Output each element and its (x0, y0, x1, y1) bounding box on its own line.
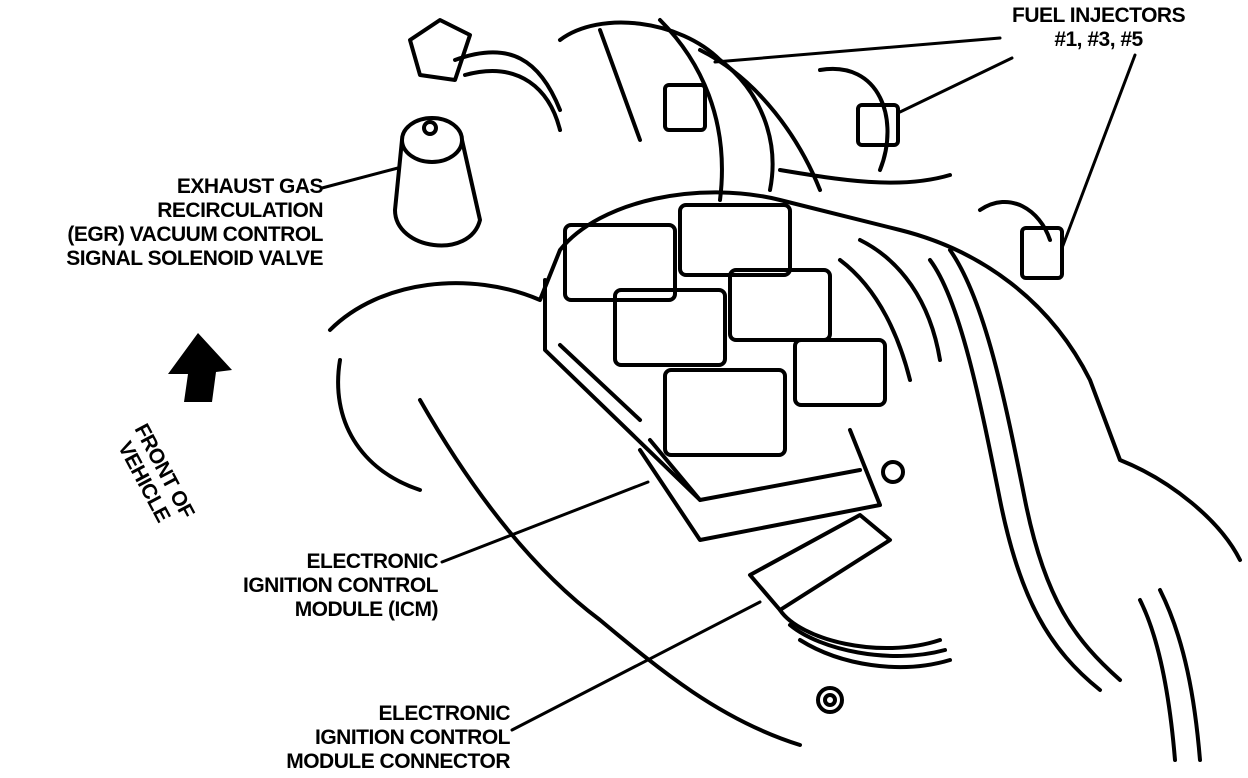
wiring-harness (698, 48, 1202, 762)
label-line: ELECTRONIC (306, 550, 439, 573)
injector-connector-3 (856, 103, 900, 147)
ignition-coils (543, 203, 887, 502)
injector-connector-1 (663, 83, 707, 132)
label-line: ELECTRONIC (378, 702, 511, 725)
label-line: RECIRCULATION (157, 199, 323, 222)
label-line: MODULE CONNECTOR (286, 750, 510, 773)
label-line: MODULE (ICM) (294, 598, 439, 621)
injector-connector-5 (1020, 226, 1064, 280)
icm-connector-label: ELECTRONIC IGNITION CONTROL MODULE CONNE… (286, 702, 510, 774)
intake-manifold (418, 398, 802, 747)
label-line: FUEL INJECTORS (1012, 4, 1186, 27)
label-line: IGNITION CONTROL (315, 726, 510, 749)
fuel-injectors-label: FUEL INJECTORS #1, #3, #5 (1012, 4, 1186, 52)
engine-block (328, 190, 1242, 562)
leader-lines (320, 36, 1137, 732)
label-line: (EGR) VACUUM CONTROL (67, 223, 323, 246)
icm-label: ELECTRONIC IGNITION CONTROL MODULE (ICM) (243, 550, 439, 622)
egr-valve (393, 18, 562, 248)
front-arrow (168, 333, 232, 402)
label-line: EXHAUST GAS (176, 175, 324, 198)
label-line: IGNITION CONTROL (243, 574, 439, 597)
icm-connector (748, 513, 952, 670)
egr-valve-label: EXHAUST GAS RECIRCULATION (EGR) VACUUM C… (66, 175, 323, 271)
icm-module (638, 428, 905, 714)
label-line: #1, #3, #5 (1054, 28, 1143, 51)
label-line: SIGNAL SOLENOID VALVE (66, 247, 323, 270)
